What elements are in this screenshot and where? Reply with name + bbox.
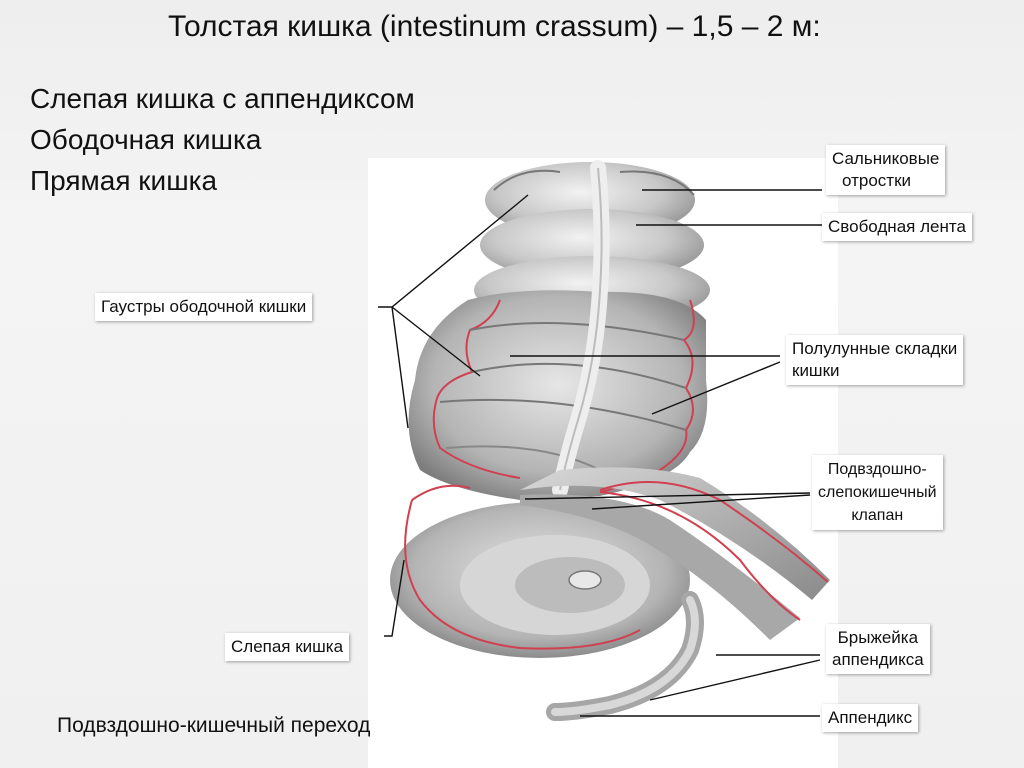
cecum (390, 484, 690, 658)
appendix (546, 591, 704, 721)
label-ileocecal-valve: Подвздошно- слепокишечный клапан (812, 455, 943, 530)
label-omental-appendices: Сальниковые отростки (826, 145, 946, 195)
label-free-band: Свободная лента (822, 213, 972, 241)
label-semilunar-line1: Полулунные складки (792, 339, 958, 358)
label-omental-line2: отростки (842, 171, 911, 190)
part-rectum: Прямая кишка (30, 165, 218, 196)
label-cecum: Слепая кишка (225, 633, 350, 661)
label-ileocecal-line2: слепокишечный (818, 484, 937, 501)
label-omental-line1: Сальниковые (832, 149, 940, 168)
ileum (520, 467, 830, 640)
opened-colon (408, 160, 708, 500)
parts-list: Слепая кишка с аппендиксом Ободочная киш… (30, 78, 415, 201)
label-ileocecal-line3: клапан (851, 507, 904, 524)
part-cecum: Слепая кишка с аппендиксом (30, 83, 415, 114)
part-colon: Ободочная кишка (30, 124, 262, 155)
label-mesoappendix-line2: аппендикса (832, 650, 924, 669)
ileocecal-junction-caption: Подвздошно-кишечный переход (57, 714, 371, 737)
label-ileocecal-line1: Подвздошно- (827, 461, 927, 478)
label-haustra: Гаустры ободочной кишки (95, 293, 313, 321)
leader-lines (378, 189, 822, 717)
label-mesoappendix-line1: Брыжейка (837, 628, 919, 647)
slide-title: Толстая кишка (intestinum crassum) – 1,5… (168, 10, 821, 43)
label-mesoappendix: Брыжейка аппендикса (826, 624, 930, 674)
label-semilunar-line2: кишки (792, 361, 840, 380)
label-semilunar-folds: Полулунные складки кишки (786, 335, 964, 385)
label-appendix: Аппендикс (822, 704, 919, 732)
